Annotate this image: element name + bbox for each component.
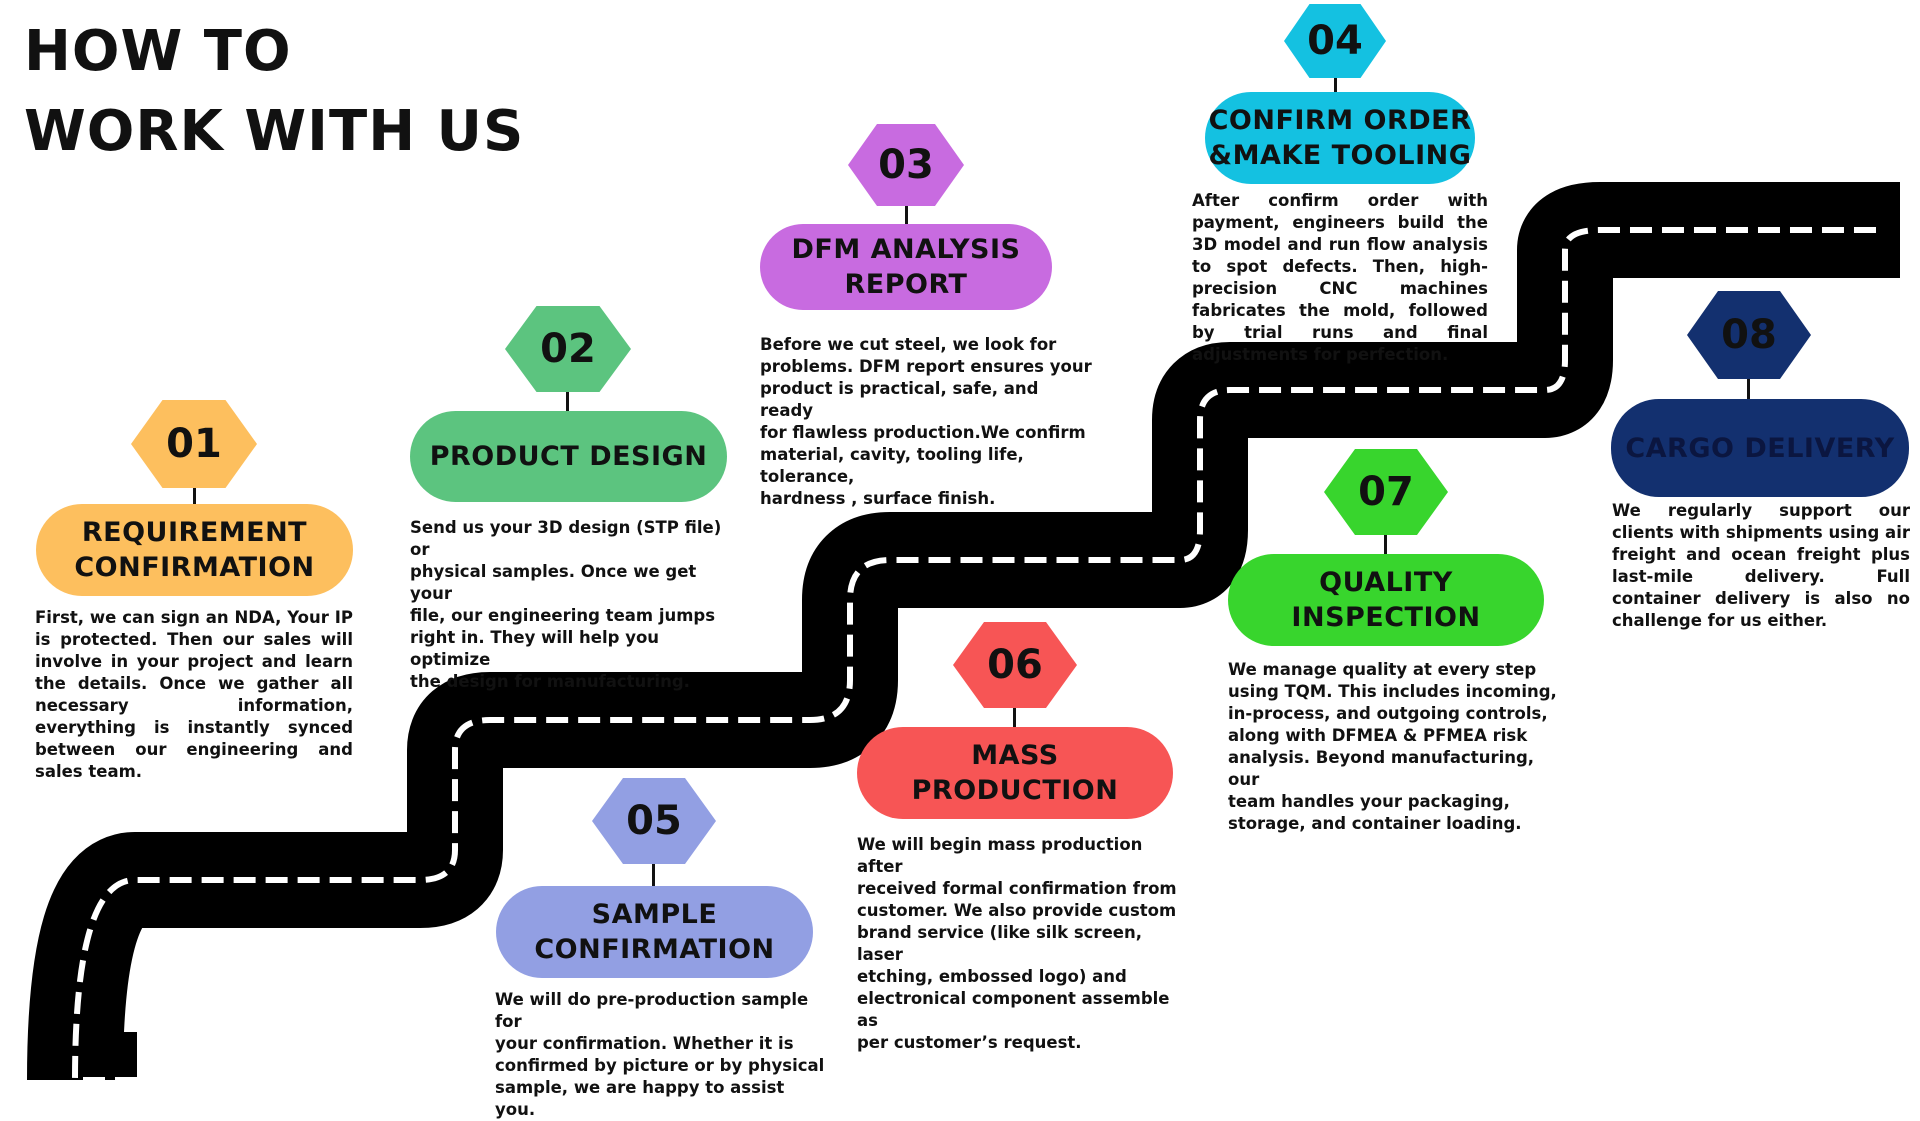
step-7-label: QUALITY INSPECTION — [1228, 554, 1544, 646]
step-5-connector — [652, 864, 655, 886]
step-2-connector — [566, 392, 569, 411]
road-center-dashes — [72, 227, 1880, 1080]
step-1-label: REQUIREMENT CONFIRMATION — [36, 504, 353, 596]
step-1-connector — [193, 488, 196, 504]
step-2-description: Send us your 3D design (STP file) or phy… — [410, 518, 722, 691]
step-5-number-badge: 05 — [592, 778, 716, 864]
step-6-label: MASS PRODUCTION — [857, 727, 1173, 819]
step-4-number-badge: 04 — [1284, 4, 1386, 78]
step-6-connector — [1013, 708, 1016, 727]
step-5-description: We will do pre-production sample for you… — [495, 990, 825, 1119]
step-7-description: We manage quality at every step using TQ… — [1228, 660, 1557, 833]
step-5-label: SAMPLE CONFIRMATION — [496, 886, 813, 978]
step-4-description: After confirm order with payment, engine… — [1192, 191, 1488, 364]
step-8-label: CARGO DELIVERY — [1611, 399, 1909, 497]
winding-road — [27, 182, 1900, 1080]
step-2-number-badge: 02 — [505, 306, 631, 392]
step-3-description: Before we cut steel, we look for problem… — [760, 335, 1092, 508]
step-3-label: DFM ANALYSIS REPORT — [760, 224, 1052, 310]
step-7-connector — [1384, 535, 1387, 554]
title-line-2: WORK WITH US — [24, 99, 525, 164]
step-3-connector — [905, 206, 908, 224]
step-2-label: PRODUCT DESIGN — [410, 411, 727, 502]
step-8-connector — [1747, 379, 1750, 399]
page-title: HOW TO WORK WITH US — [24, 12, 524, 172]
step-4-label: CONFIRM ORDER &MAKE TOOLING — [1205, 92, 1475, 184]
step-1-description: First, we can sign an NDA, Your IP is pr… — [35, 608, 353, 781]
step-8-description: We regularly support our clients with sh… — [1612, 501, 1910, 630]
title-line-1: HOW TO — [24, 19, 292, 84]
step-6-description: We will begin mass production after rece… — [857, 835, 1177, 1052]
step-4-connector — [1334, 78, 1337, 92]
